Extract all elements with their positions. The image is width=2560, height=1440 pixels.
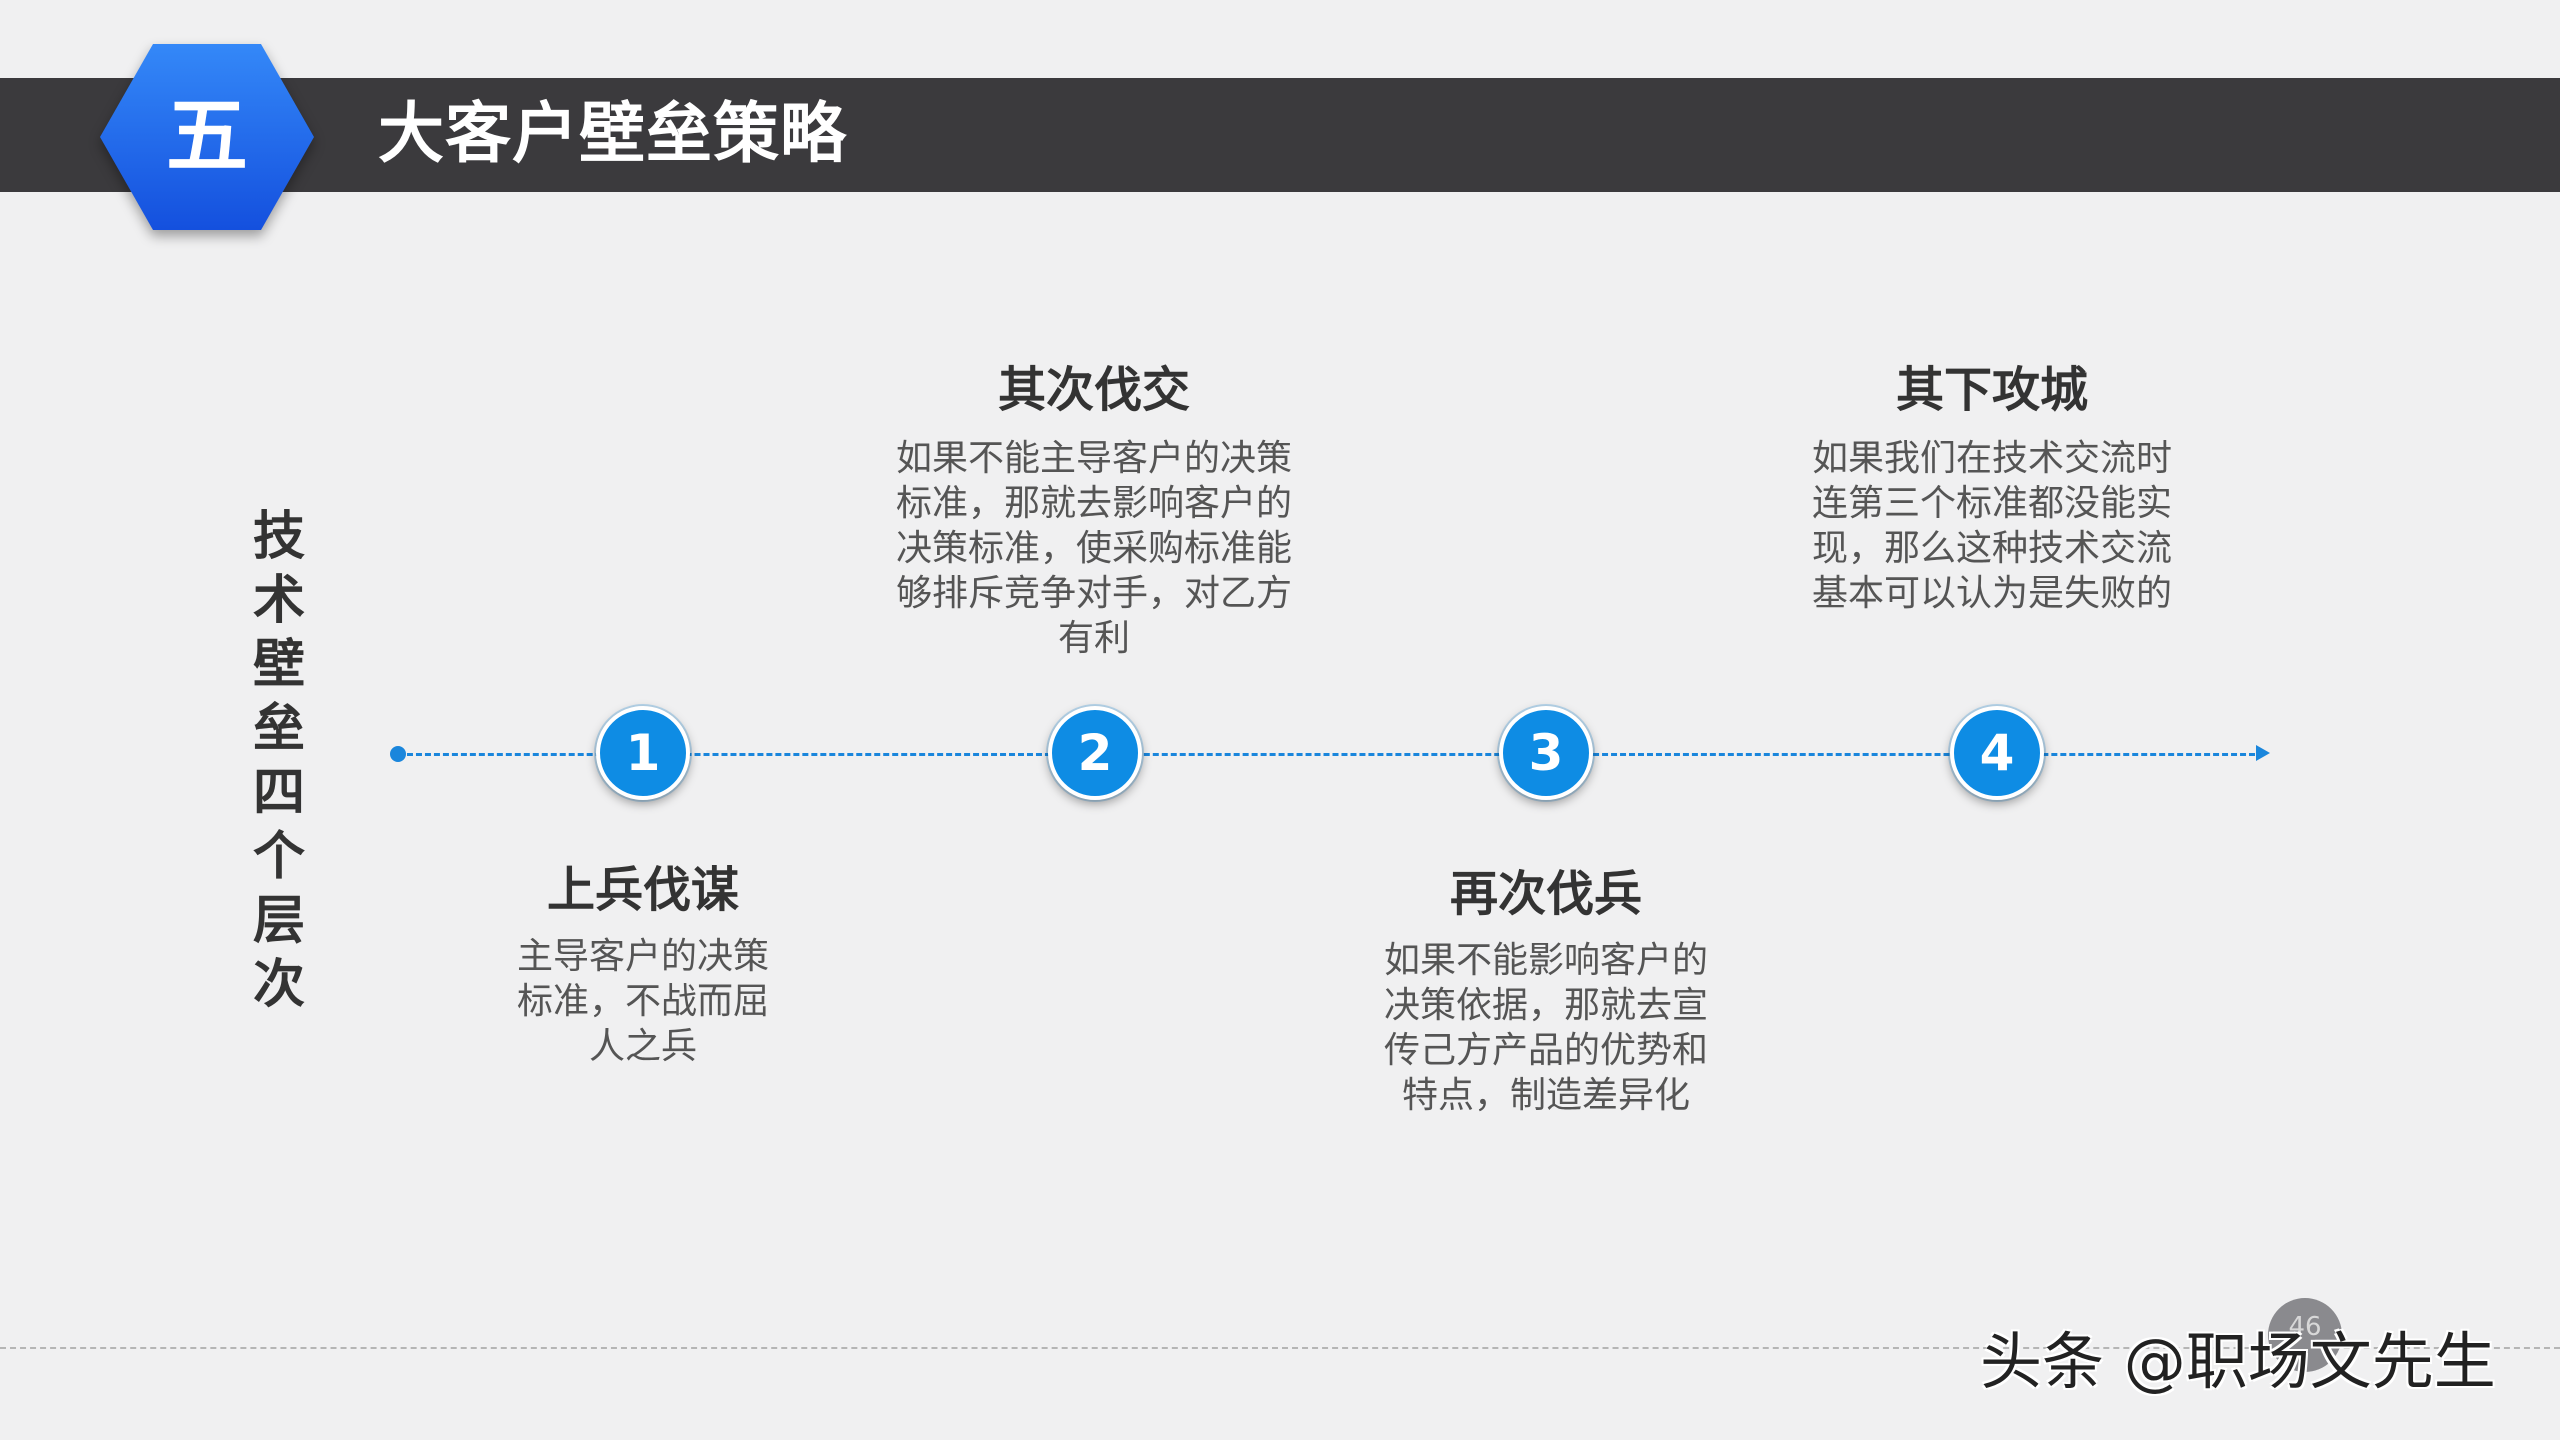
step-1-title: 上兵伐谋 [546,862,739,918]
page-number: 46 [2268,1298,2342,1372]
watermark: 头条 @职场文先生 [1980,1325,2496,1398]
step-2-marker: 2 [1048,706,1142,800]
step-4-marker: 4 [1950,706,2044,800]
timeline-arrow-icon [2256,745,2270,761]
step-1-marker: 1 [596,706,690,800]
header-bar [0,78,2560,192]
step-3-marker: 3 [1499,706,1593,800]
footer-divider [0,1347,2560,1349]
step-3-title: 再次伐兵 [1449,866,1642,922]
section-number: 五 [165,89,248,184]
hexagon-badge [100,44,314,230]
step-1-description: 主导客户的决策标准，不战而屈人之兵 [516,936,769,1067]
hexagon-icon [100,44,314,230]
side-title: 技术壁垒四个层次 [252,507,305,1015]
timeline-line [398,753,2264,756]
page-title: 大客户壁垒策略 [378,95,847,172]
step-3-description: 如果不能影响客户的决策依据，那就去宣传己方产品的优势和特点，制造差异化 [1383,940,1708,1116]
step-2-title: 其次伐交 [997,362,1190,418]
step-2-description: 如果不能主导客户的决策标准，那就去影响客户的决策标准，使采购标准能够排斥竞争对手… [895,438,1292,659]
timeline-start-dot [390,746,406,762]
step-4-description: 如果我们在技术交流时连第三个标准都没能实现，那么这种技术交流基本可以认为是失败的 [1811,438,2172,614]
step-4-title: 其下攻城 [1895,362,2088,418]
